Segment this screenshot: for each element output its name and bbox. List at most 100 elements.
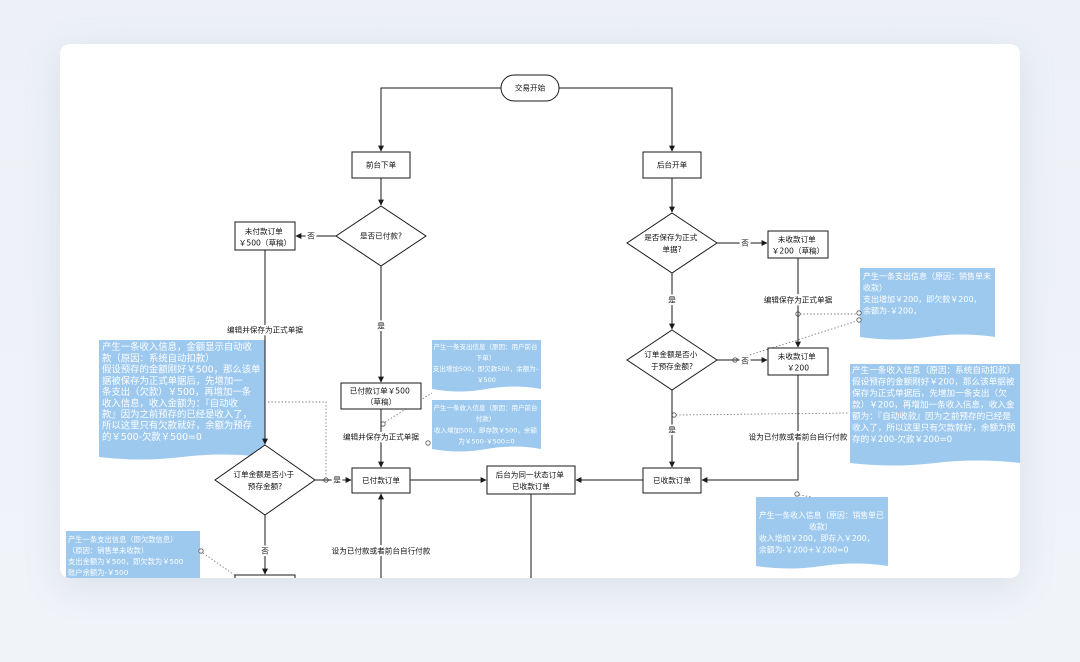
note-income-front-pay: 产生一条收入信息（原因：用户前台 付款） 收入增加500，即存款￥500，余额 …: [432, 400, 541, 452]
note-income-received-right: 产生一条收入信息（原因：销售单已 收款） 收入增加￥200，即存入￥200， 余…: [756, 497, 888, 569]
node-received-order: 已收款订单: [642, 467, 702, 494]
note-line: 产生一条支出信息（原因：用户前台: [433, 342, 537, 351]
node-label-line: （草稿）: [366, 396, 396, 406]
note-line: 的￥500-欠款￥500=0: [102, 430, 202, 442]
decision-amount-right: 订单金额是否小 于预存金额?: [626, 329, 718, 391]
note-line: ￥500: [477, 376, 496, 384]
connector-expense-unreceived-a: [736, 320, 858, 360]
note-line: 产生一条收入信息（原因：销售单已: [759, 510, 884, 520]
note-line: 余额为-￥200+￥200=0: [759, 544, 849, 554]
note-line: 款』因为之前预存的已经是收入了，: [102, 408, 252, 420]
node-label: 未收款订单 ￥200: [778, 351, 818, 373]
node-label-line: ￥200: [787, 363, 809, 372]
node-label: 订单金额是否小于 预存金额?: [233, 469, 296, 491]
decision-save-formal: 是否保存为正式 单据?: [626, 212, 718, 274]
diagram-card: 产生一条收入信息，金额显示自动收 款（原因：系统自动扣款） 假设预存的金额刚好￥…: [60, 44, 1020, 578]
node-label-line: 单据?: [662, 244, 681, 254]
node-label-line: 后台为同一状态订单: [496, 469, 565, 479]
note-line: 收入信息，收入金额为：『自动收: [102, 397, 239, 409]
node-unreceived-draft: 未收款订单 ￥200（草稿）: [767, 230, 829, 259]
note-text: 产生一条收入信息（原因：用户前台 付款） 收入增加500，即存款￥500，余额 …: [433, 403, 539, 446]
node-unreceived: 未收款订单 ￥200: [767, 347, 829, 376]
edge-label-yes: 是: [333, 476, 341, 485]
node-label-line: 未付款订单: [245, 226, 283, 236]
node-label-line: 预存金额?: [248, 481, 282, 491]
node-unpaid-draft: 未付款订单 ￥500（草稿）: [234, 221, 296, 251]
node-label: 后台为同一状态订单 已收款订单: [496, 469, 567, 491]
node-bottom-clipped: [234, 574, 296, 578]
note-line: 产生一条收入信息（原因：系统自动扣款）: [852, 364, 1015, 376]
note-line: 产生一条支出信息（即欠款信息）: [68, 535, 177, 544]
edge-start-back: [559, 87, 675, 152]
note-line: 款）￥200，再增加一条收入信息，收入金: [852, 399, 1015, 411]
edge-label-no: 否: [741, 357, 749, 366]
node-back-order: 后台开单: [642, 151, 702, 179]
edge-label-edit-save: 编辑并保存为正式单据: [343, 432, 419, 442]
note-line: 账户余额为-￥500: [68, 568, 129, 577]
note-line: 支出增加500，即欠款500，余额为-: [433, 364, 539, 373]
note-expense-unpaid-left: 产生一条支出信息（即欠款信息） （原因：销售单未收款） 支出金额为￥500，即欠…: [66, 531, 200, 578]
connector-auto-income-left: [268, 401, 327, 478]
note-line: 假设预存的金额刚好￥500，那么该单: [102, 363, 261, 375]
note-text: 产生一条支出信息（原因：销售单未 收款） 支出增加￥200，即欠款￥200， 余…: [863, 271, 994, 316]
node-label: 后台开单: [657, 160, 688, 170]
note-line: 据被保存为正式单据后，先增加一: [102, 374, 243, 386]
node-front-order: 前台下单: [351, 151, 411, 179]
node-label: 是否已付款?: [360, 231, 402, 241]
note-text: 产生一条收入信息，金额显示自动收 款（原因：系统自动扣款） 假设预存的金额刚好￥…: [102, 341, 264, 443]
node-label: 是否保存为正式 单据?: [644, 232, 700, 254]
note-line: 产生一条收入信息（原因：用户前台: [433, 403, 537, 412]
node-label-line: 未收款订单: [778, 351, 816, 361]
note-line: （原因：销售单未收款）: [68, 546, 148, 555]
note-line: 为￥500-￥500=0: [458, 437, 514, 446]
node-backend-same-status: 后台为同一状态订单 已收款订单: [486, 465, 576, 495]
note-text: 产生一条收入信息（原因：系统自动扣款） 假设预存的金额刚好￥200，那么该单据被…: [852, 364, 1018, 445]
note-line: 保存为正式单据后，先增加一条支出（欠: [852, 387, 1007, 399]
connector-pin: [198, 548, 204, 554]
node-label-line: 于预存金额?: [651, 361, 693, 371]
note-line: 款（原因：系统自动扣款）: [102, 352, 215, 364]
edge-label-yes: 是: [668, 426, 676, 435]
decision-amount-left: 订单金额是否小于 预存金额?: [214, 444, 316, 516]
connector-pin: [856, 310, 862, 316]
edge-set-paid-right: [701, 375, 799, 483]
note-expense-front-order: 产生一条支出信息（原因：用户前台 下单） 支出增加500，即欠款500，余额为-…: [432, 340, 541, 392]
note-text: 产生一条收入信息（原因：销售单已 收款） 收入增加￥200，即存入￥200， 余…: [759, 510, 886, 555]
note-line: 假设预存的金额刚好￥200，那么该单据被: [852, 376, 1015, 388]
node-label: 已收款订单: [653, 475, 691, 485]
node-label: 交易开始: [515, 83, 546, 93]
flowchart: 产生一条收入信息，金额显示自动收 款（原因：系统自动扣款） 假设预存的金额刚好￥…: [66, 74, 1020, 578]
note-line: 存的￥200-欠款￥200=0: [852, 433, 952, 445]
node-label-line: ￥500（草稿）: [239, 237, 291, 247]
node-label-line: 订单金额是否小: [644, 349, 698, 359]
note-line: 所以这里只有欠款就好，余额为预存: [102, 419, 252, 431]
note-line: 收入增加￥200，即存入￥200，: [759, 533, 875, 543]
edge-label-no: 否: [307, 232, 315, 241]
node-label-line: 已收款订单: [512, 481, 550, 491]
node-label-line: 已付款订单￥500: [350, 385, 410, 395]
edge-start-front: [378, 87, 501, 152]
note-line: 产生一条支出信息（原因：销售单未: [863, 271, 991, 281]
decision-is-paid: 是否已付款?: [335, 205, 427, 267]
node-label: 订单金额是否小 于预存金额?: [644, 349, 700, 371]
edge-label-no: 否: [741, 239, 749, 248]
node-label: 未收款订单 ￥200（草稿）: [772, 234, 824, 256]
connector-income-received: [798, 494, 813, 498]
note-line: 支出增加￥200，即欠款￥200，: [863, 294, 982, 304]
node-start: 交易开始: [500, 74, 560, 102]
edge-label-yes: 是: [668, 296, 676, 305]
note-text: 产生一条支出信息（即欠款信息） （原因：销售单未收款） 支出金额为￥500，即欠…: [68, 535, 186, 577]
note-line: 支出金额为￥500，即欠款为￥500: [68, 557, 184, 566]
connector-auto-income-right: [675, 412, 850, 416]
node-label: 已付款订单￥500 （草稿）: [350, 385, 412, 406]
note-expense-unreceived-right: 产生一条支出信息（原因：销售单未 收款） 支出增加￥200，即欠款￥200， 余…: [860, 268, 995, 340]
edge-label-set-paid: 设为已付款或者前台自行付款: [749, 432, 848, 442]
connector-pin: [425, 440, 431, 446]
edge-label-set-paid: 设为已付款或者前台自行付款: [332, 546, 431, 556]
node-label: 前台下单: [366, 160, 397, 170]
node-paid-draft: 已付款订单￥500 （草稿）: [340, 382, 422, 410]
note-auto-income-right: 产生一条收入信息（原因：系统自动扣款） 假设预存的金额刚好￥200，那么该单据被…: [850, 364, 1020, 466]
note-line: 条支出（欠款）￥500，再增加一条: [102, 386, 252, 398]
edge-label-edit-save: 编辑并保存为正式单据: [227, 325, 303, 335]
node-label: 已付款订单: [362, 475, 400, 485]
